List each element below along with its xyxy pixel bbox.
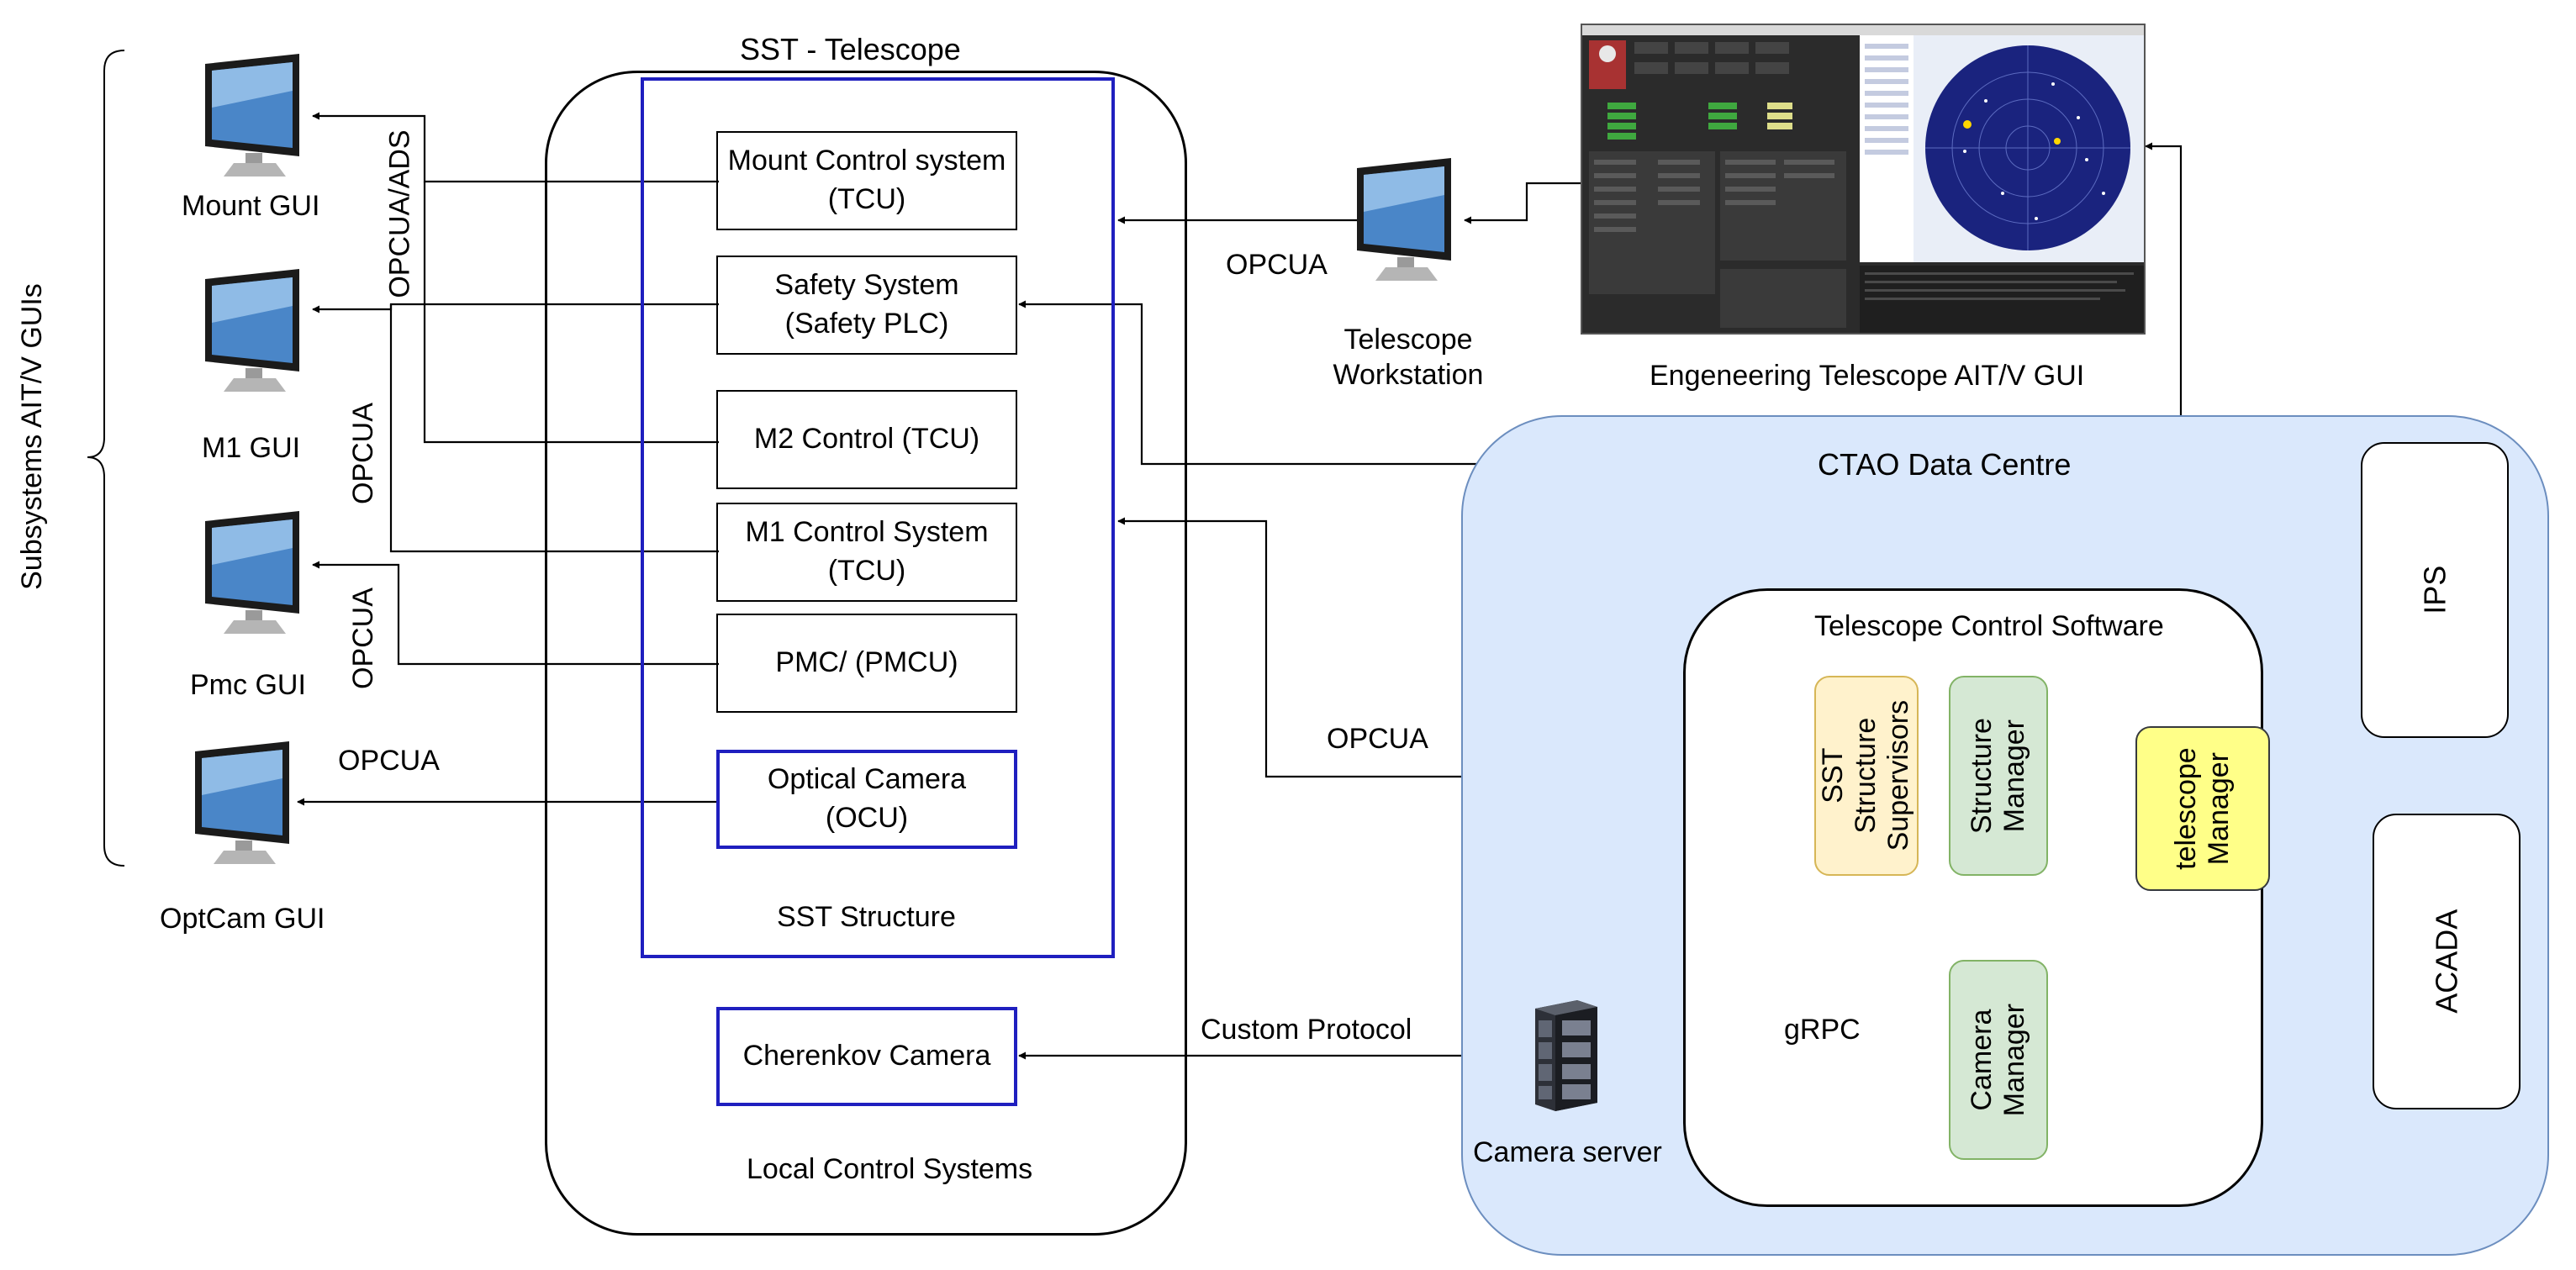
custom-protocol-label: Custom Protocol [1201,1014,1412,1046]
m2-control-box: M2 Control (TCU) [716,390,1017,489]
workstation-label: Telescope Workstation [1333,323,1484,392]
line-m2-to-trunk [423,182,719,444]
opcua-workstation-label: OPCUA [1226,249,1328,281]
mount-control-box: Mount Control system (TCU) [716,131,1017,230]
tcs-title: Telescope Control Software [1814,610,2164,642]
line-pmc-to-gui [312,561,719,666]
engineering-gui-label: Engeneering Telescope AIT/V GUI [1650,360,2085,392]
camera-server-icon [1535,1000,1597,1111]
camera-server-label: Camera server [1473,1136,1662,1168]
line-gui-to-workstation [1464,182,1581,224]
optical-camera-box: Optical Camera (OCU) [716,750,1017,849]
subsystems-bracket [87,50,125,867]
safety-system-box: Safety System (Safety PLC) [716,256,1017,355]
ctao-data-centre-title: CTAO Data Centre [1818,447,2072,482]
sst-telescope-title: SST - Telescope [740,32,961,66]
workstation-monitor-icon [1357,158,1451,281]
engineering-gui-thumbnail [1582,25,2144,333]
structure-manager-box: Structure Manager [1949,676,2048,876]
m1-gui-monitor-icon [205,269,299,392]
sst-telescope-box [545,71,1187,1236]
pmc-gui-monitor-icon [205,511,299,634]
ips-box: IPS [2361,442,2509,738]
m1-control-box: M1 Control System (TCU) [716,503,1017,602]
opcua-ads-label: OPCUA/ADS [383,129,416,299]
sst-structure-box [641,77,1115,958]
mount-gui-monitor-icon [205,54,299,177]
pmc-gui-label: Pmc GUI [190,669,306,701]
grpc-label: gRPC [1784,1014,1861,1046]
pmc-box: PMC/ (PMCU) [716,614,1017,713]
opcua-optcam-label: OPCUA [338,745,440,777]
opcua-pmc-label: OPCUA [346,588,379,690]
line-mount-to-gui [312,112,719,183]
mount-gui-label: Mount GUI [182,190,320,222]
camera-manager-box: Camera Manager [1949,960,2048,1160]
optcam-gui-label: OptCam GUI [160,903,325,935]
line-m1-to-trunk [389,304,719,553]
sst-structure-supervisors-box: SST Structure Supervisors [1814,676,1919,876]
opcua-m1-label: OPCUA [346,403,379,505]
sst-structure-label: SST Structure [777,901,956,933]
cherenkov-camera-box: Cherenkov Camera [716,1007,1017,1106]
local-control-label: Local Control Systems [747,1153,1033,1185]
opcua-supervisors-label: OPCUA [1327,723,1428,755]
subsystems-label: Subsystems AIT/V GUIs [15,283,48,591]
acada-box: ACADA [2373,814,2521,1109]
optcam-gui-monitor-icon [195,741,289,864]
telescope-manager-box: telescope Manager [2135,726,2270,891]
engineering-gui-screenshot [1581,24,2146,335]
m1-gui-label: M1 GUI [202,432,301,464]
